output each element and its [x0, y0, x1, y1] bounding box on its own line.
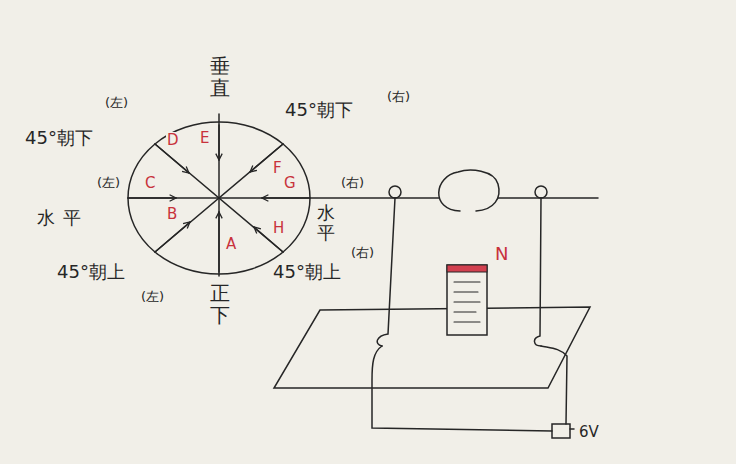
direction-label: 45°朝上: [56, 262, 126, 282]
horizontal-wire: [128, 197, 598, 199]
letter-label: C: [144, 175, 156, 192]
letter-label: F: [272, 160, 283, 177]
direction-circle: [128, 122, 310, 274]
hanger-wire: [377, 198, 395, 346]
side-note: (右): [340, 176, 365, 190]
lead-wire: [372, 346, 552, 431]
side-note: (左): [140, 290, 165, 304]
direction-label: 45°朝下: [284, 100, 354, 120]
battery-terminal: [570, 428, 574, 430]
magnet-lines: [454, 282, 480, 322]
letter-label: D: [166, 132, 180, 149]
letter-label: H: [272, 220, 285, 237]
direction-arrows: [128, 125, 310, 272]
platform: [274, 307, 590, 388]
hanger-loop: [535, 186, 547, 198]
magnet: [447, 265, 487, 335]
letter-label: G: [283, 175, 297, 192]
voltage-label: 6V: [578, 424, 600, 441]
side-note: (右): [386, 90, 411, 104]
direction-label: 垂直: [209, 55, 231, 99]
battery: [552, 424, 570, 438]
vertical-axis: [218, 114, 220, 276]
direction-label: 正下: [209, 282, 231, 326]
hanger-wire: [534, 198, 541, 346]
side-note: (右): [350, 246, 375, 260]
pole-label: N: [494, 244, 509, 264]
letter-label: A: [225, 236, 237, 253]
direction-label: 水平: [36, 208, 90, 228]
direction-label: 水平: [316, 203, 336, 243]
magnet-pole: [447, 265, 487, 272]
side-note: (左): [96, 176, 121, 190]
hanger-loop: [389, 186, 401, 198]
letter-label: B: [166, 206, 178, 223]
wire-coil: [439, 170, 499, 211]
letter-label: E: [199, 130, 210, 147]
side-note: (左): [104, 96, 129, 110]
direction-label: 45°朝下: [24, 128, 94, 148]
lead-wire: [541, 346, 567, 424]
direction-label: 45°朝上: [272, 262, 342, 282]
